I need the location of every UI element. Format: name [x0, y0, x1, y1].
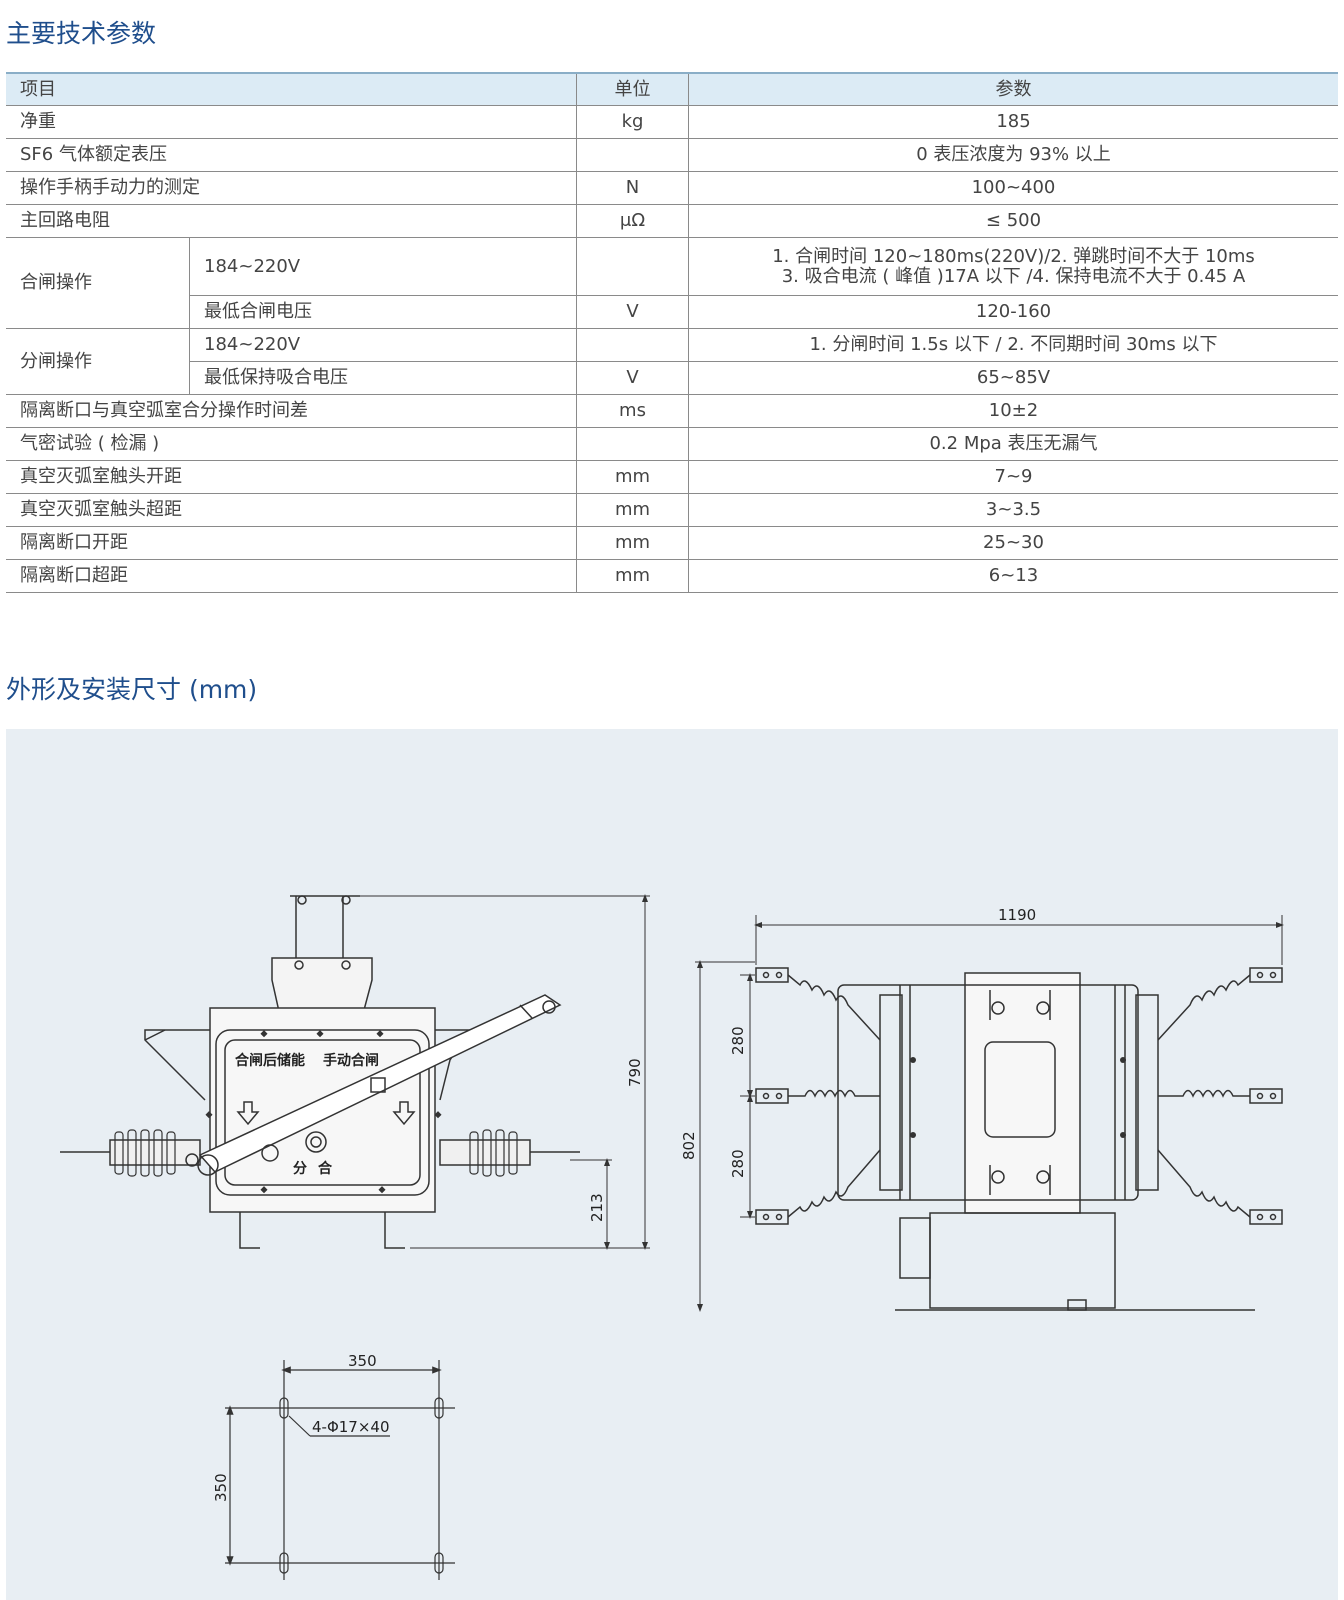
table-row: 操作手柄手动力的测定 N 100~400 [6, 171, 1338, 205]
cell-item: 分闸操作 [6, 328, 190, 395]
header-value: 参数 [688, 72, 1338, 106]
cell-item: SF6 气体额定表压 [6, 138, 577, 172]
table-row: 真空灭弧室触头开距 mm 7~9 [6, 460, 1338, 494]
table-row: 真空灭弧室触头超距 mm 3~3.5 [6, 493, 1338, 527]
section-title-tech-params: 主要技术参数 [6, 19, 157, 48]
table-row: SF6 气体额定表压 0 表压浓度为 93% 以上 [6, 138, 1338, 172]
cell-unit [576, 427, 689, 461]
cell-value: 6~13 [688, 559, 1338, 593]
cell-item: 隔离断口与真空弧室合分操作时间差 [6, 394, 577, 428]
cell-item: 气密试验 ( 检漏 ) [6, 427, 577, 461]
upper-pitch-dim: 280 [729, 1026, 747, 1055]
open-label: 分 [293, 1161, 307, 1177]
cell-unit [576, 328, 689, 362]
header-unit: 单位 [576, 72, 689, 106]
cell-value: 1. 分闸时间 1.5s 以下 / 2. 不同期时间 30ms 以下 [688, 328, 1338, 362]
cell-unit: mm [576, 559, 689, 593]
table-row: 最低合闸电压 V 120-160 [6, 295, 1338, 329]
front-dimensions [355, 894, 650, 1250]
cell-value: 7~9 [688, 460, 1338, 494]
cell-value: 1. 合闸时间 120~180ms(220V)/2. 弹跳时间不大于 10ms … [688, 237, 1338, 296]
cell-value: 0 表压浓度为 93% 以上 [688, 138, 1338, 172]
cell-item: 净重 [6, 105, 577, 139]
cell-item: 操作手柄手动力的测定 [6, 171, 577, 205]
cell-value: 100~400 [688, 171, 1338, 205]
cell-sub: 184~220V [189, 237, 577, 296]
cell-item: 合闸操作 [6, 237, 190, 329]
cell-unit: μΩ [576, 204, 689, 238]
cell-value: 3~3.5 [688, 493, 1338, 527]
cell-unit: V [576, 295, 689, 329]
cell-unit: kg [576, 105, 689, 139]
top-view [755, 967, 1283, 1311]
cell-unit: mm [576, 493, 689, 527]
cell-item: 隔离断口开距 [6, 526, 577, 560]
table-row: 气密试验 ( 检漏 ) 0.2 Mpa 表压无漏气 [6, 427, 1338, 461]
cell-value: 120-160 [688, 295, 1338, 329]
table-row: 隔离断口超距 mm 6~13 [6, 559, 1338, 593]
cell-unit: N [576, 171, 689, 205]
mount-height-dim: 350 [212, 1473, 230, 1502]
cell-value-line2: 3. 吸合电流 ( 峰值 )17A 以下 /4. 保持电流不大于 0.45 A [781, 265, 1246, 287]
cell-item: 主回路电阻 [6, 204, 577, 238]
cell-unit [576, 237, 689, 296]
panel-label-left: 合闸后储能 [235, 1052, 305, 1069]
table-row: 隔离断口与真空弧室合分操作时间差 ms 10±2 [6, 394, 1338, 428]
cell-value: 65~85V [688, 361, 1338, 395]
tech-params-table: 项目 单位 参数 净重 kg 185 SF6 气体额定表压 0 表压浓度为 93… [6, 72, 1338, 593]
table-row: 主回路电阻 μΩ ≤ 500 [6, 204, 1338, 238]
front-view [60, 895, 580, 1249]
cell-value: 0.2 Mpa 表压无漏气 [688, 427, 1338, 461]
table-row: 净重 kg 185 [6, 105, 1338, 139]
cell-sub: 最低保持吸合电压 [189, 361, 577, 395]
cell-unit: V [576, 361, 689, 395]
height-dim-790: 790 [626, 1058, 644, 1087]
top-height-dim: 802 [680, 1131, 698, 1160]
cell-unit [576, 138, 689, 172]
cell-value-line1: 1. 合闸时间 120~180ms(220V)/2. 弹跳时间不大于 10ms [772, 245, 1255, 267]
top-dimensions [695, 915, 1284, 1312]
table-row: 最低保持吸合电压 V 65~85V [6, 361, 1338, 395]
close-label: 合 [318, 1160, 333, 1177]
mount-view [225, 1360, 455, 1580]
panel-label-right: 手动合闸 [323, 1052, 379, 1069]
cell-value: 25~30 [688, 526, 1338, 560]
table-header-row: 项目 单位 参数 [6, 72, 1338, 106]
table-row: 隔离断口开距 mm 25~30 [6, 526, 1338, 560]
cell-value: 10±2 [688, 394, 1338, 428]
cell-sub: 184~220V [189, 328, 577, 362]
table-row: 分闸操作 184~220V 1. 分闸时间 1.5s 以下 / 2. 不同期时间… [6, 328, 1338, 395]
cell-value: 185 [688, 105, 1338, 139]
section-title-dimensions: 外形及安装尺寸 (mm) [6, 675, 258, 704]
cell-item: 真空灭弧室触头超距 [6, 493, 577, 527]
cell-unit: mm [576, 526, 689, 560]
cell-value: ≤ 500 [688, 204, 1338, 238]
table-row: 合闸操作 184~220V 1. 合闸时间 120~180ms(220V)/2.… [6, 237, 1338, 329]
header-item: 项目 [6, 72, 577, 106]
mount-width-dim: 350 [348, 1352, 377, 1370]
top-width-dim: 1190 [998, 906, 1036, 924]
base-dim-213: 213 [588, 1193, 606, 1222]
cell-unit: mm [576, 460, 689, 494]
cell-item: 隔离断口超距 [6, 559, 577, 593]
hole-spec: 4-Φ17×40 [312, 1418, 390, 1436]
lower-pitch-dim: 280 [729, 1149, 747, 1178]
cell-item: 真空灭弧室触头开距 [6, 460, 577, 494]
cell-unit: ms [576, 394, 689, 428]
cell-sub: 最低合闸电压 [189, 295, 577, 329]
